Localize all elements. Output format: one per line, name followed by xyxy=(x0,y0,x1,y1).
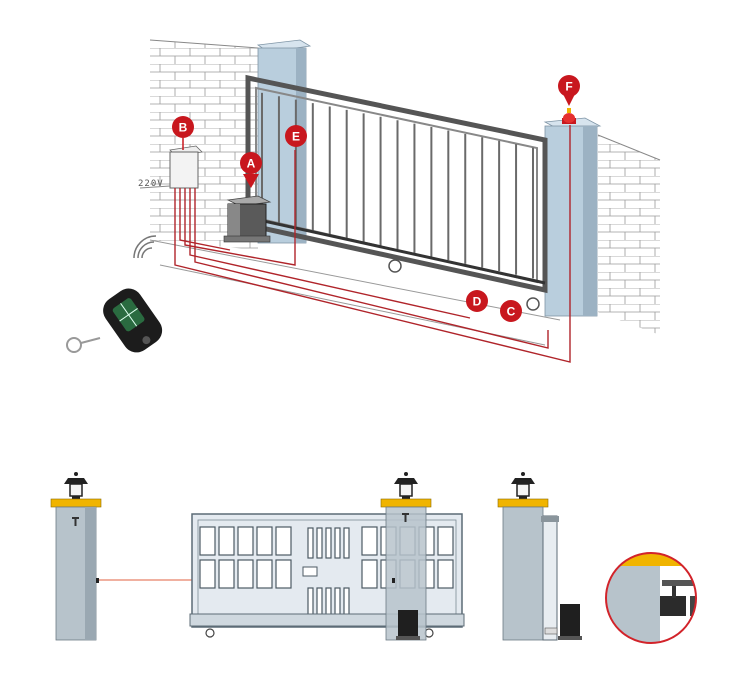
post-lamp-icon xyxy=(511,472,535,499)
marker-a: A xyxy=(240,152,262,188)
warning-light-icon xyxy=(562,108,576,124)
wireless-signal-icon xyxy=(133,235,157,259)
svg-text:B: B xyxy=(179,121,188,135)
panel-window xyxy=(256,526,273,556)
keyring-icon xyxy=(66,337,101,353)
panel-window xyxy=(199,559,216,589)
bottom-illustrations xyxy=(50,472,697,644)
panel-window xyxy=(361,526,378,556)
left-post xyxy=(50,472,102,641)
detail-zoom xyxy=(605,552,697,644)
side-view-post xyxy=(497,472,582,641)
panel-window xyxy=(437,559,454,589)
panel-window xyxy=(218,559,235,589)
remote-control-icon xyxy=(103,288,163,353)
top-illustration: 220V A xyxy=(66,39,661,363)
svg-text:A: A xyxy=(247,157,256,171)
panel-window xyxy=(237,559,254,589)
panel-window xyxy=(334,527,341,559)
panel-window xyxy=(275,559,292,589)
svg-text:E: E xyxy=(292,130,300,144)
right-pillar xyxy=(543,117,602,317)
gate-motor xyxy=(223,195,272,243)
panel-window xyxy=(256,559,273,589)
panel-window xyxy=(275,526,292,556)
svg-text:F: F xyxy=(565,80,572,94)
control-box xyxy=(169,145,203,189)
panel-window xyxy=(334,587,341,617)
panel-window xyxy=(218,526,235,556)
panel-window xyxy=(343,527,350,559)
gate-motor-small xyxy=(396,610,420,640)
panel-window xyxy=(437,526,454,556)
gate-bars xyxy=(261,92,534,279)
panel-window xyxy=(199,526,216,556)
panel-window xyxy=(361,559,378,589)
right-brick-wall xyxy=(597,134,661,335)
power-line xyxy=(139,185,171,189)
gate-panel-wheels xyxy=(205,628,434,638)
panel-window xyxy=(237,526,254,556)
marker-f: F xyxy=(558,75,580,106)
gate-rack xyxy=(249,216,546,285)
wiring xyxy=(174,125,571,363)
panel-window xyxy=(316,587,323,617)
panel-window xyxy=(343,587,350,617)
post-lamp-icon xyxy=(394,472,418,499)
svg-text:C: C xyxy=(507,305,516,319)
voltage-label: 220V xyxy=(138,179,164,189)
gate-wheels xyxy=(388,259,540,311)
panel-window xyxy=(307,527,314,559)
post-lamp-icon xyxy=(64,472,88,499)
marker-e: E xyxy=(285,125,307,147)
left-brick-wall xyxy=(149,39,259,250)
panel-window xyxy=(316,527,323,559)
marker-b: B xyxy=(172,116,194,150)
svg-text:D: D xyxy=(473,295,482,309)
panel-window xyxy=(325,527,332,559)
marker-c: C xyxy=(500,300,522,322)
panel-window xyxy=(325,587,332,617)
panel-window xyxy=(307,587,314,617)
marker-d: D xyxy=(466,290,488,312)
